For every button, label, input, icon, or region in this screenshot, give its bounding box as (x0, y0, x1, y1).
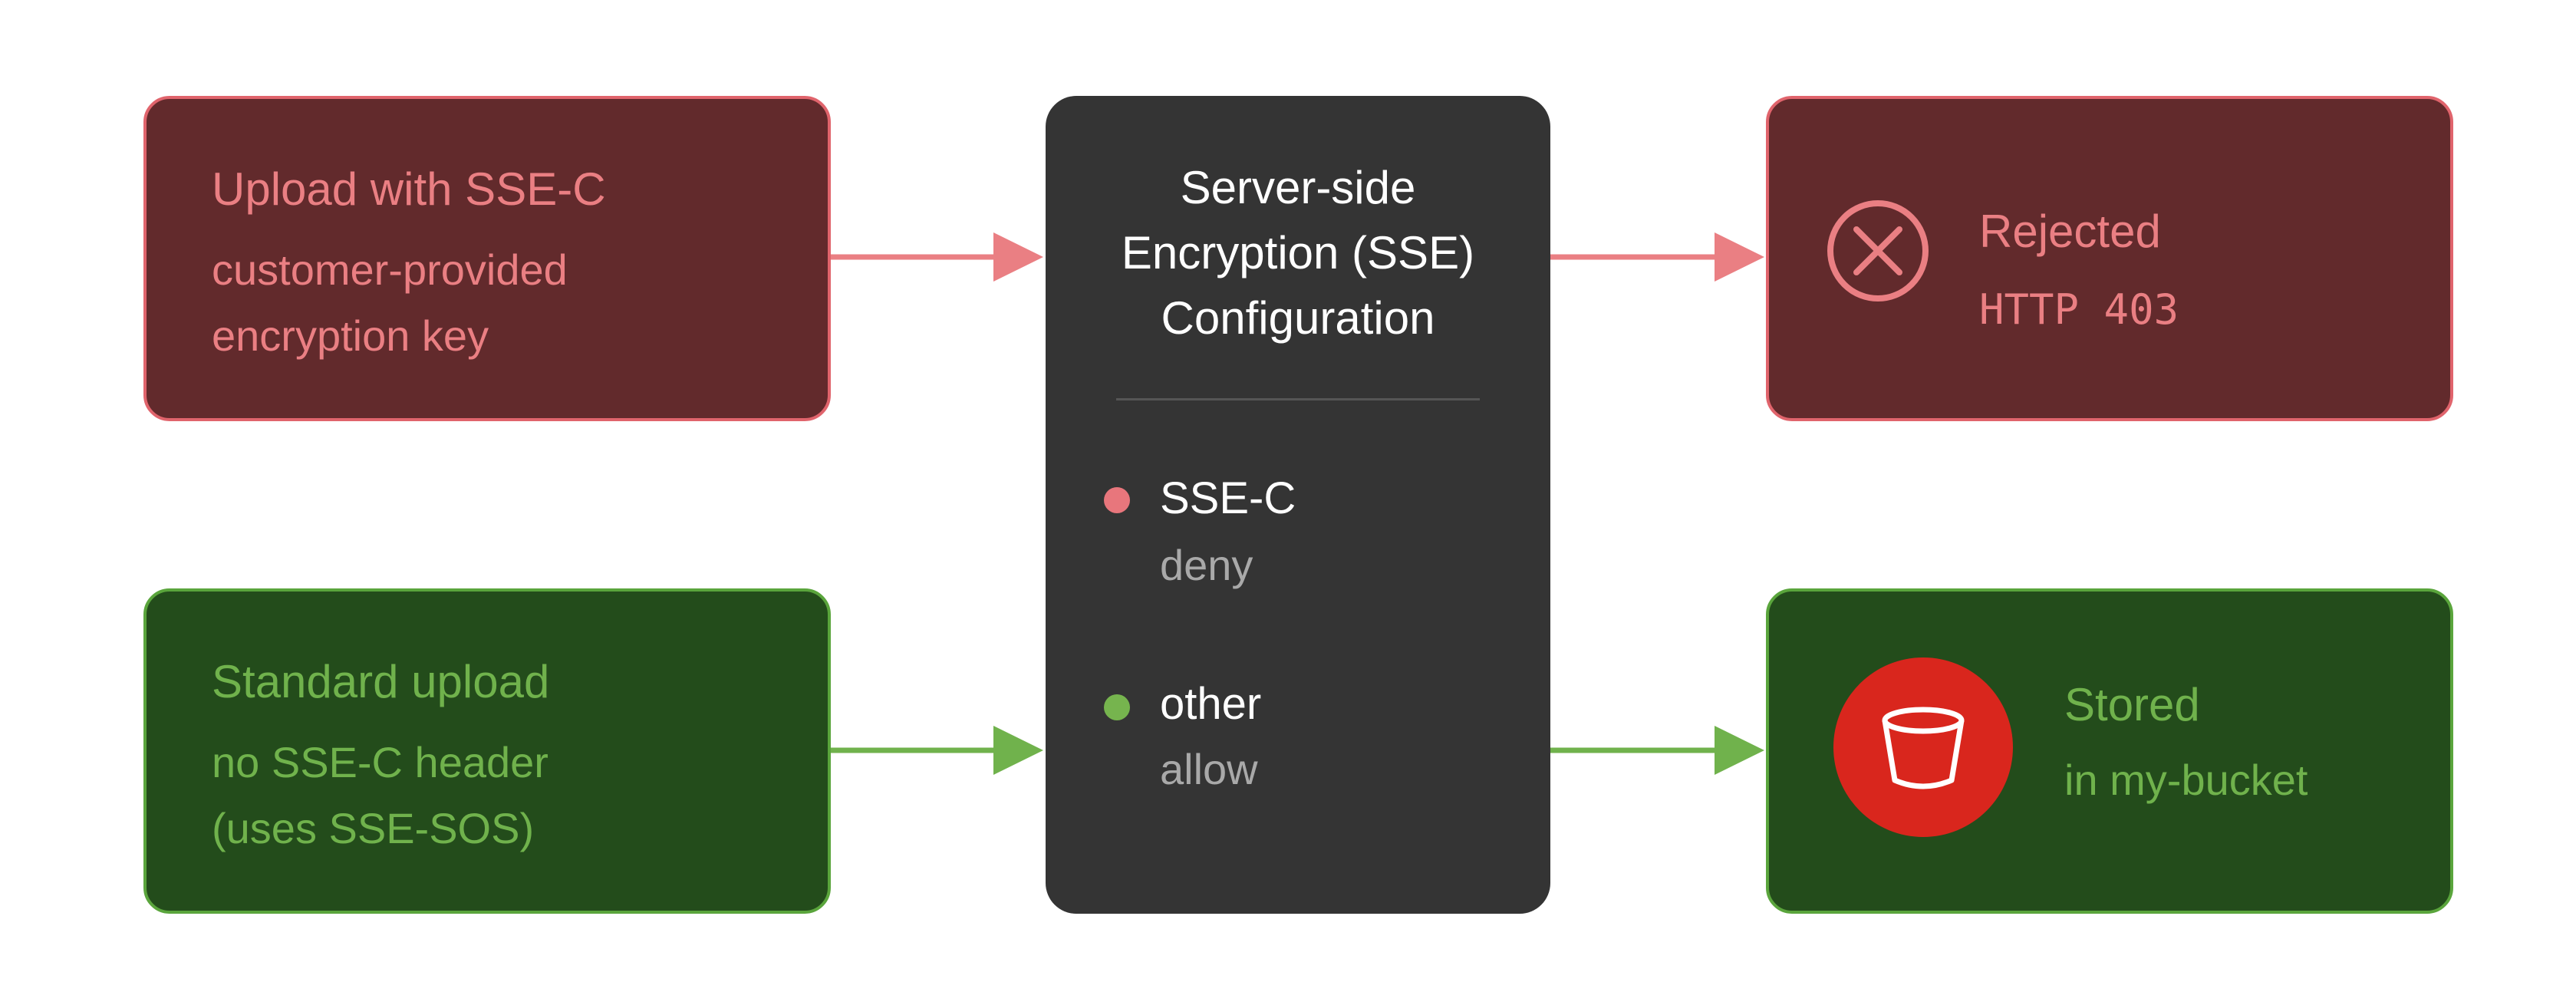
standard-upload-line-2: (uses SSE-SOS) (212, 804, 535, 852)
allow-status-dot (1104, 694, 1130, 720)
rule-other-action: allow (1160, 745, 1258, 793)
stored-box: Stored in my-bucket (1766, 588, 2453, 914)
rule-sse-c-action: deny (1160, 541, 1253, 589)
config-title-line-1: Server-side (1180, 162, 1416, 213)
rejected-status-code: HTTP 403 (1979, 285, 2179, 334)
rejected-title: Rejected (1979, 206, 2161, 257)
standard-upload-title: Standard upload (212, 656, 550, 707)
config-title: Server-side Encryption (SSE) Configurati… (1046, 155, 1550, 351)
rule-other-name: other (1160, 679, 1262, 729)
arrow-config-to-stored (1550, 726, 1764, 775)
stored-location: in my-bucket (2064, 756, 2308, 804)
standard-upload-line-1: no SSE-C header (212, 738, 548, 786)
arrow-config-to-rejected (1550, 232, 1764, 282)
x-circle-icon (1827, 200, 1929, 302)
sse-c-upload-line-2: encryption key (212, 311, 489, 360)
deny-status-dot (1104, 487, 1130, 513)
rejected-box: Rejected HTTP 403 (1766, 96, 2453, 421)
config-divider (1116, 398, 1480, 400)
sse-c-upload-box: Upload with SSE-C customer-provided encr… (143, 96, 831, 421)
config-title-line-2: Encryption (SSE) (1121, 227, 1475, 278)
sse-configuration-panel: Server-side Encryption (SSE) Configurati… (1046, 96, 1550, 914)
arrow-standard-to-config (831, 726, 1043, 775)
sse-c-upload-title: Upload with SSE-C (212, 163, 606, 215)
standard-upload-box: Standard upload no SSE-C header (uses SS… (143, 588, 831, 914)
bucket-badge (1833, 657, 2013, 837)
config-title-line-3: Configuration (1161, 292, 1435, 344)
rule-sse-c-name: SSE-C (1160, 473, 1296, 523)
bucket-icon (1882, 707, 1965, 789)
stored-title: Stored (2064, 679, 2200, 730)
sse-c-upload-line-1: customer-provided (212, 246, 568, 294)
arrow-sse-c-to-config (831, 232, 1043, 282)
